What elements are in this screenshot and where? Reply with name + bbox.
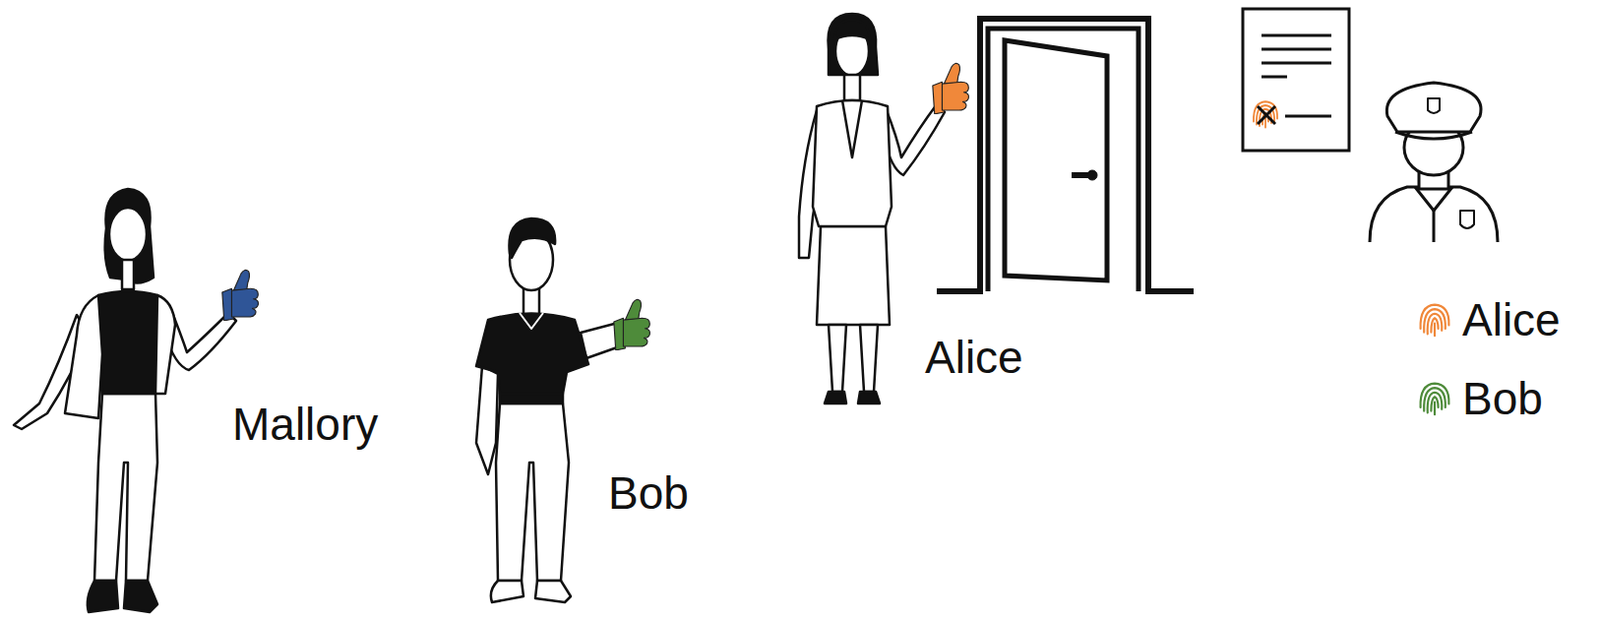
police-officer — [1369, 82, 1498, 243]
person-name: Bob — [608, 470, 689, 516]
legend-text: Alice — [1462, 297, 1561, 343]
legend-entry: Alice — [1416, 297, 1561, 343]
legend-text: Bob — [1462, 375, 1543, 422]
person-figure — [13, 188, 258, 613]
fingerprint-swatch — [1416, 298, 1453, 342]
person-name: Alice — [924, 334, 1024, 380]
door — [936, 18, 1194, 292]
document — [1242, 8, 1350, 151]
label-text: Mallory — [232, 398, 378, 450]
label-text: Alice — [924, 331, 1024, 383]
label-text: Bob — [608, 467, 689, 519]
person-figure — [476, 218, 650, 603]
legend-entry: Bob — [1416, 375, 1543, 422]
fingerprint-swatch — [1416, 376, 1453, 421]
person-name: Mallory — [232, 401, 378, 447]
